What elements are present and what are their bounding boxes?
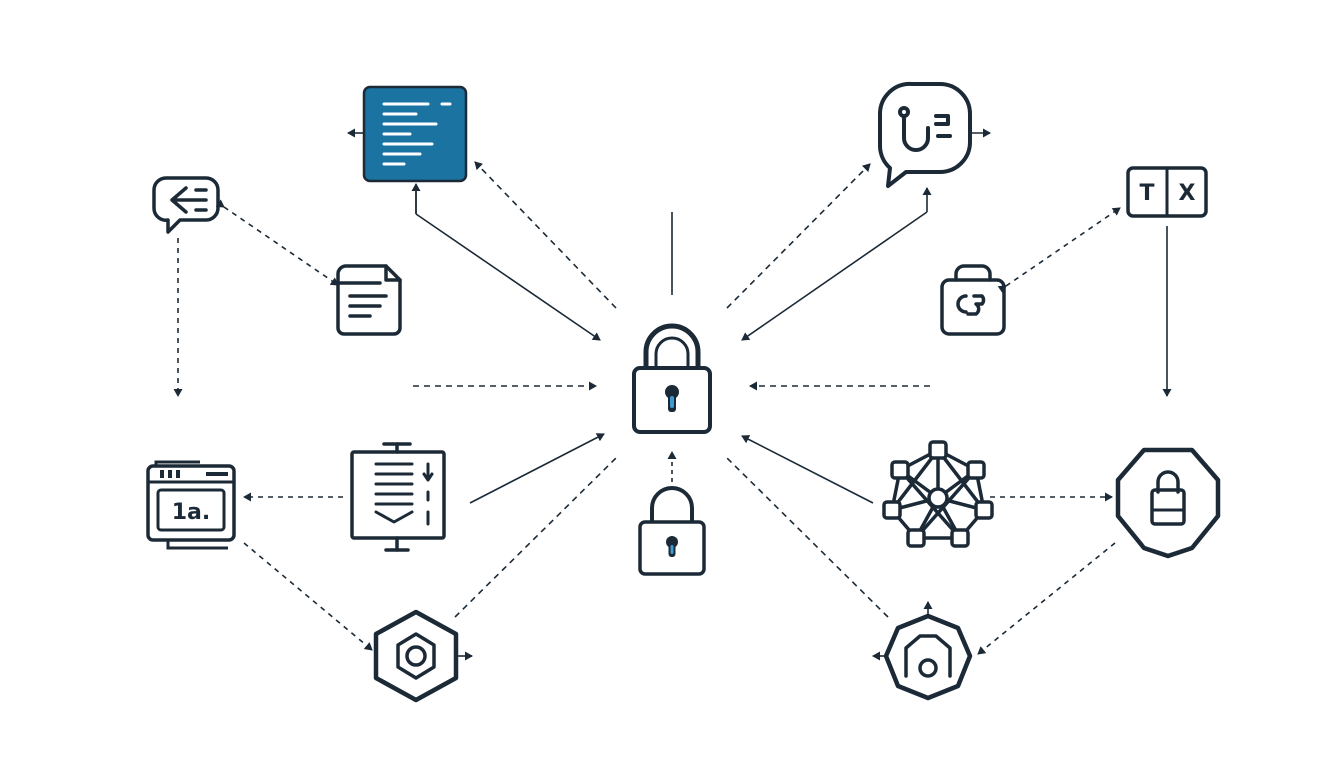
connector-board-to-center bbox=[469, 433, 605, 504]
connector-chat-curve bbox=[741, 211, 928, 341]
connector-center-to-chat-dashed bbox=[726, 163, 871, 309]
connector-browser-to-nut bbox=[243, 542, 373, 651]
hex-nut-icon bbox=[373, 609, 459, 703]
translate-icon: T X bbox=[1126, 166, 1208, 218]
connector-doc-curve bbox=[415, 213, 601, 341]
connector-nut-to-center bbox=[454, 457, 617, 618]
small-padlock-icon bbox=[638, 486, 706, 576]
center-padlock-icon bbox=[632, 323, 712, 434]
connectors bbox=[173, 128, 1172, 661]
connector-doc-to-center-dashed bbox=[474, 161, 617, 309]
hex-camera-icon bbox=[883, 613, 973, 701]
chat-hook-icon bbox=[877, 81, 972, 188]
network-icon bbox=[882, 440, 994, 548]
chat-arrow-icon bbox=[152, 176, 220, 234]
shield-lock-icon bbox=[1115, 447, 1221, 559]
bag-icon bbox=[940, 264, 1006, 336]
connector-chat-to-file bbox=[215, 199, 339, 286]
file-icon bbox=[336, 264, 402, 336]
browser-window-label: 1a. bbox=[172, 500, 211, 525]
presentation-board-icon bbox=[350, 442, 446, 552]
translate-left-label: T bbox=[1139, 181, 1154, 206]
connector-shield-to-camera bbox=[977, 542, 1116, 655]
translate-right-label: X bbox=[1179, 181, 1196, 206]
connector-network-to-center bbox=[741, 435, 874, 504]
connector-bag-to-translate bbox=[997, 207, 1121, 294]
browser-window-icon: 1a. bbox=[146, 460, 236, 550]
document-lines-icon bbox=[362, 85, 468, 183]
connector-camera-to-center bbox=[726, 457, 889, 618]
